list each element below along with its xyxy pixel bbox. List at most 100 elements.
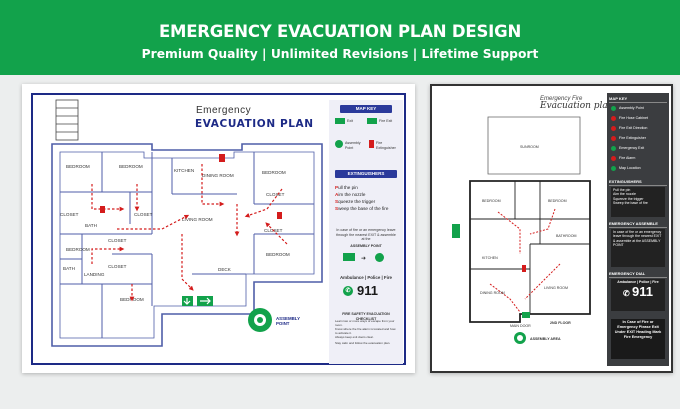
- right-floor-plan: SUNROOM BEDROOM BEDROOM BATHROOM KITCHEN…: [452, 116, 591, 344]
- room-label: LANDING: [84, 272, 105, 277]
- room-label: DINING ROOM: [202, 173, 234, 178]
- fire-extinguisher-icon: [369, 140, 374, 148]
- room-label: BATH: [85, 223, 97, 228]
- assembly-point-icon: [335, 140, 343, 148]
- stairs-icon: [55, 99, 79, 141]
- evacuation-route: [91, 164, 288, 302]
- room-label: BEDROOM: [66, 164, 90, 169]
- room-label: KITCHEN: [174, 168, 194, 173]
- assembly-point-label: ASSEMBLY POINT: [276, 316, 300, 326]
- map-key-title: MAP KEY: [609, 96, 667, 103]
- exit-icon: [343, 253, 355, 261]
- map-key-item: Assembly Point: [345, 141, 361, 150]
- fire-extinguisher-icon: [611, 135, 616, 141]
- instructions-text: In case of fire or an emergency leave th…: [336, 228, 396, 242]
- left-poster-frame: [31, 93, 406, 365]
- room-label: BEDROOM: [119, 164, 143, 169]
- pass-step: Pull the pin: [335, 185, 358, 190]
- left-evacuation-poster: BEDROOM BEDROOM KITCHEN DINING ROOM BEDR…: [22, 84, 415, 373]
- room-label: BEDROOM: [66, 247, 90, 252]
- footer-notice: In Case of Fire or Emergency Please Exit…: [611, 319, 665, 359]
- room-label: LIVING ROOM: [544, 286, 568, 290]
- dial-box: Ambulance | Police | Fire ✆ 911: [611, 279, 665, 311]
- location-icon: [611, 165, 616, 171]
- evacuation-route: [489, 208, 561, 313]
- right-poster-frame: [430, 84, 673, 373]
- left-floor-plan: BEDROOM BEDROOM KITCHEN DINING ROOM BEDR…: [51, 99, 323, 347]
- map-key-item: Exit: [347, 119, 353, 123]
- checklist-item: Know where the fire alarm is located and…: [335, 327, 396, 335]
- map-key-item: Fire Hose Cabinet: [611, 115, 667, 121]
- right-title-top: Emergency Fire: [540, 96, 583, 102]
- extinguisher-steps: Pull the pin Aim the nozzle Squeeze the …: [611, 187, 665, 217]
- room-label: DINING ROOM: [480, 291, 505, 295]
- extinguishers-title: EXTINGUISHERS: [609, 179, 667, 186]
- left-legend-panel: MAP KEY Exit Fire Exit Assembly Point Fi…: [329, 100, 403, 364]
- fire-exit-icon: [367, 118, 377, 124]
- assembly-point-icon: [375, 253, 384, 262]
- fire-hose-icon: [611, 115, 616, 121]
- room-label: CLOSET: [108, 238, 127, 243]
- map-key-item: Fire Exit: [379, 119, 393, 123]
- fire-extinguisher-icon: [100, 154, 282, 219]
- main-door-label: MAIN DOOR: [510, 324, 531, 328]
- floor-label: 2ND FLOOR: [550, 321, 571, 325]
- map-key-item: Fire Extinguisher: [376, 141, 396, 150]
- emergency-number: ✆ 911: [623, 284, 653, 300]
- map-key-item: Emergency Exit: [611, 145, 667, 151]
- phone-icon: ✆: [343, 286, 353, 296]
- map-key-item: Map Location: [611, 165, 667, 171]
- fire-alarm-icon: [611, 155, 616, 161]
- assemble-title: EMERGENCY ASSEMBLE: [609, 221, 667, 228]
- room-label: BEDROOM: [482, 199, 501, 203]
- left-title-top: Emergency: [196, 105, 252, 116]
- exit-sign-icon: [522, 312, 530, 318]
- room-label: CLOSET: [108, 264, 127, 269]
- right-legend-panel: MAP KEY Assembly Point Fire Hose Cabinet…: [607, 93, 669, 366]
- phone-icon: ✆: [623, 289, 632, 299]
- exit-sign-icon: [452, 224, 460, 238]
- banner-subtitle: Premium Quality | Unlimited Revisions | …: [141, 47, 539, 61]
- map-key-title: MAP KEY: [340, 105, 392, 113]
- instructions-bold: ASSEMBLY POINT: [350, 244, 382, 248]
- checklist-title: FIRE SAFETY EVACUATION CHECKLIST: [342, 312, 390, 321]
- dial-title: EMERGENCY DIAL: [609, 271, 667, 278]
- checklist-item: Stay calm and follow the evacuation plan…: [335, 341, 391, 345]
- pass-step: Aim the nozzle: [335, 192, 366, 197]
- room-label: BEDROOM: [548, 199, 567, 203]
- room-label: BEDROOM: [266, 252, 290, 257]
- checklist-item: Always keep exit doors clear.: [335, 335, 374, 339]
- arrow-icon: ➜: [361, 256, 367, 262]
- room-label: BATHROOM: [556, 234, 577, 238]
- assemble-text: In case of fire or an emergency leave th…: [611, 229, 665, 267]
- checklist-item: Learn two or more ways of escape from yo…: [335, 319, 395, 327]
- map-key-item: Fire Exit Direction: [611, 125, 667, 131]
- map-key-item: Fire Alarm: [611, 155, 667, 161]
- left-title-main: EVACUATION PLAN: [195, 118, 314, 130]
- banner-title: EMERGENCY EVACUATION PLAN DESIGN: [158, 22, 522, 41]
- room-label: CLOSET: [266, 192, 285, 197]
- contact-label: Ambulance | Police | Fire: [340, 275, 392, 280]
- exit-icon: [335, 118, 345, 124]
- room-label: BATH: [63, 266, 75, 271]
- extinguishers-title: EXTINGUISHERS: [335, 170, 397, 178]
- assembly-area-label: ASSEMBLY AREA: [530, 337, 561, 341]
- room-label: LIVING ROOM: [182, 217, 213, 222]
- exit-icon: [611, 145, 616, 151]
- fire-extinguisher-icon: [522, 265, 526, 272]
- room-label: CLOSET: [134, 212, 153, 217]
- room-label: DECK: [218, 267, 232, 272]
- exit-sign-icon: [182, 296, 213, 306]
- emergency-number: 911: [357, 283, 378, 298]
- pass-step: Sweep the base of the fire: [335, 206, 389, 211]
- banner: EMERGENCY EVACUATION PLAN DESIGN Premium…: [0, 0, 680, 75]
- map-key-item: Fire Extinguisher: [611, 135, 667, 141]
- pass-step: Squeeze the trigger: [335, 199, 376, 204]
- map-key-item: Assembly Point: [611, 105, 667, 111]
- room-label: SUNROOM: [520, 145, 539, 149]
- room-label: CLOSET: [60, 212, 79, 217]
- direction-icon: [611, 125, 616, 131]
- room-label: BEDROOM: [262, 170, 286, 175]
- assembly-point-icon: [611, 105, 616, 111]
- right-title-main: Evacuation plan: [540, 101, 614, 111]
